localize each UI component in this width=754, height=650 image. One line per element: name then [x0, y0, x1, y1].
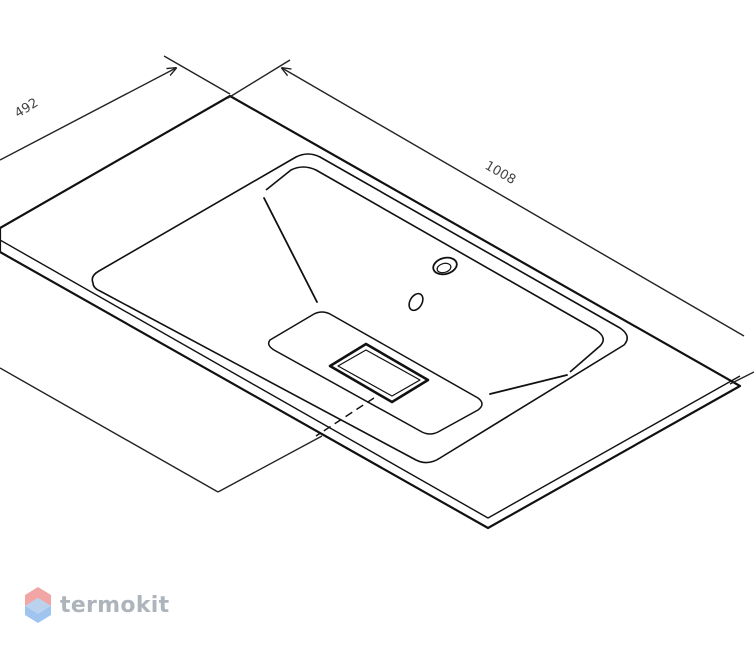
width-dimension [227, 59, 754, 385]
cube-logo-icon [25, 587, 51, 623]
basin-rim [91, 153, 628, 464]
termokit-logo: termokit [24, 586, 169, 624]
width-label: 1008 [482, 158, 518, 188]
overflow-hole [408, 292, 424, 312]
logo-text: termokit [60, 592, 170, 618]
depth-dimension [0, 55, 231, 161]
basin-interior [263, 197, 568, 395]
drain-recess [267, 311, 483, 435]
reference-lines [0, 367, 323, 493]
countertop-slab [0, 94, 742, 530]
faucet-hole [432, 256, 458, 276]
drain-centerline [315, 397, 375, 437]
depth-label: 492 [12, 96, 41, 122]
